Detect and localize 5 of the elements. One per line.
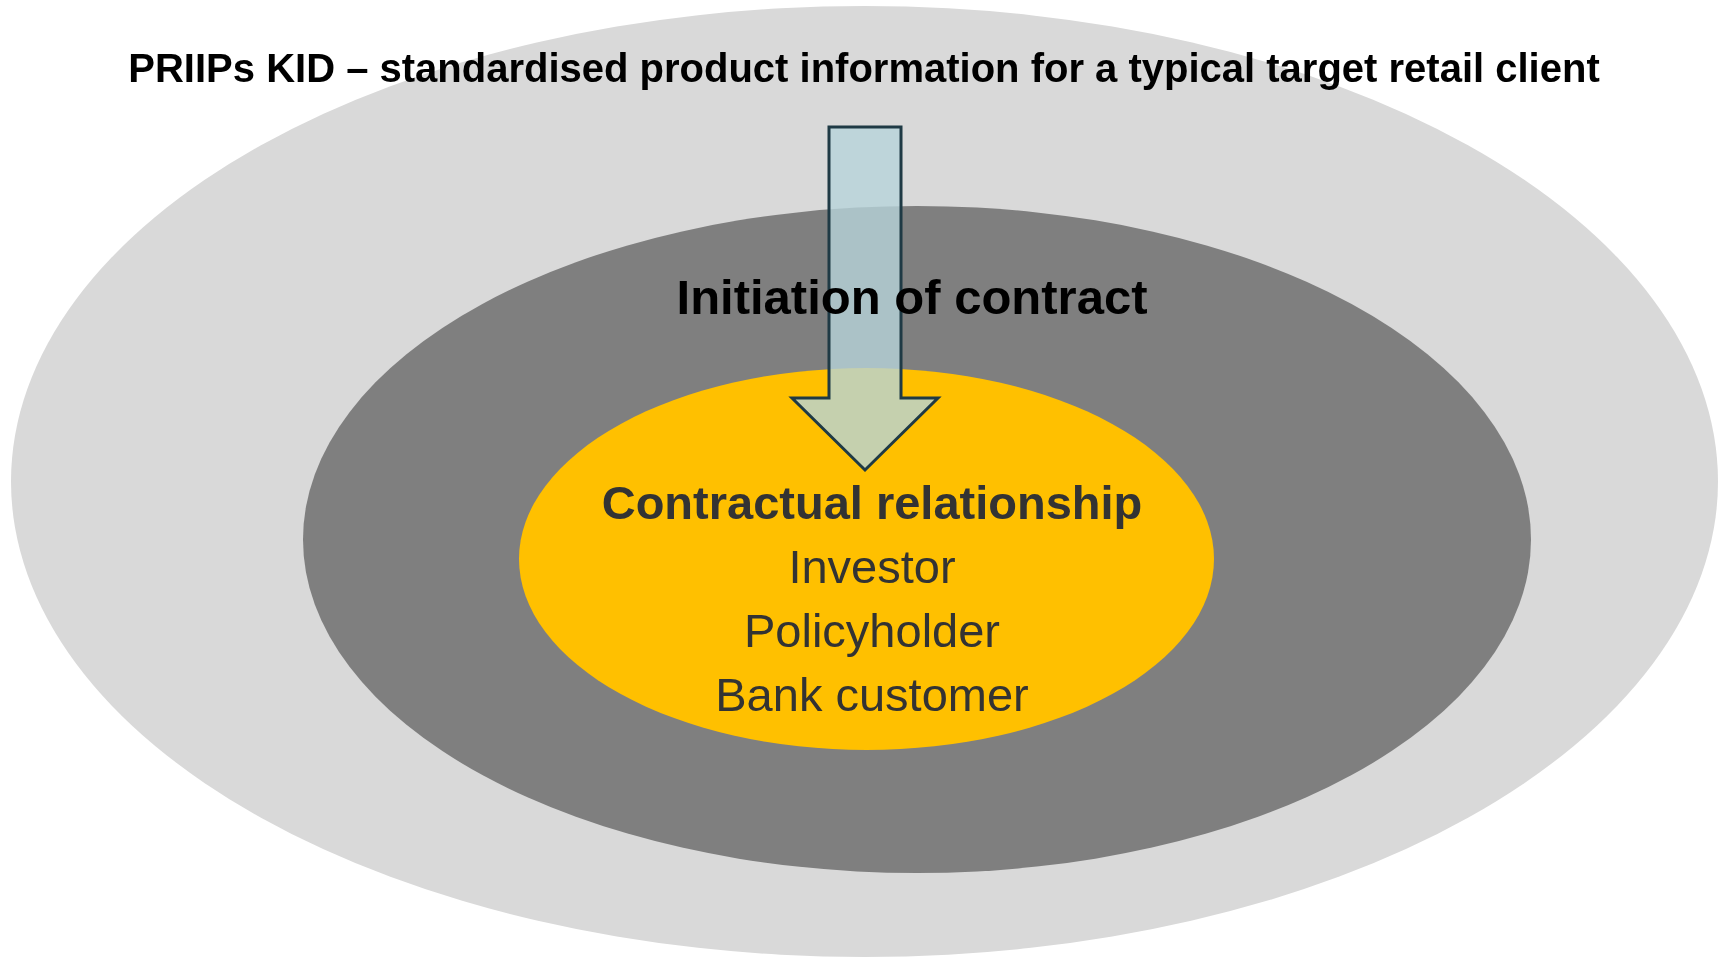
- heading: Contractual relationship: [601, 477, 1143, 529]
- label: Bank customer: [715, 669, 1029, 721]
- label: Policyholder: [744, 605, 1000, 657]
- label: Investor: [788, 541, 956, 593]
- heading: PRIIPs KID – standardised product information for a typical target retail client: [128, 46, 1600, 90]
